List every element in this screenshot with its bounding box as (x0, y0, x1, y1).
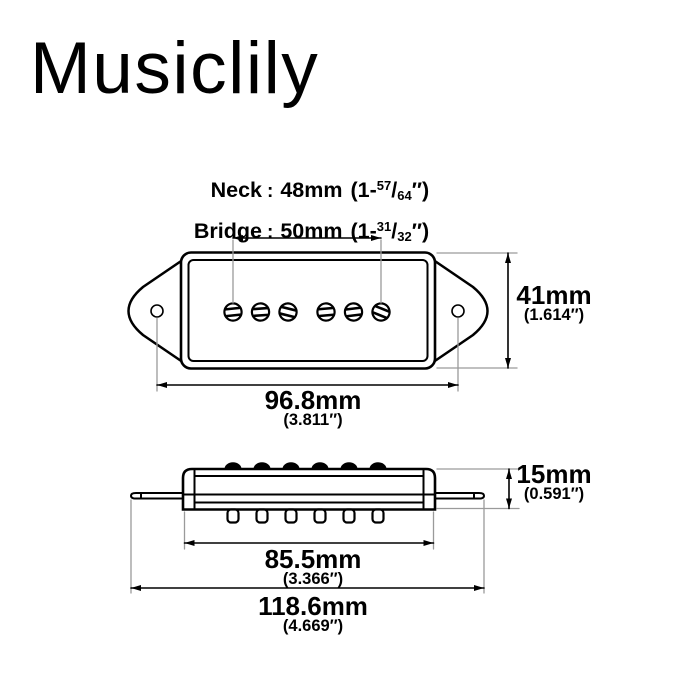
bridge-value-mm: 50mm (280, 219, 343, 243)
side-height-label: 15mm (0.591″) (512, 459, 596, 503)
side-body-outline (181, 467, 437, 511)
pole-screw-bottoms (226, 508, 385, 524)
body-height-inch: (1.614″) (523, 306, 585, 324)
right-flange (420, 492, 486, 500)
side-height-inch: (0.591″) (523, 485, 585, 503)
pickup-top-view (127, 235, 518, 392)
side-body-width-inch: (3.366″) (282, 570, 344, 588)
side-body-inner-lines (183, 469, 435, 509)
brand-logo: Musiclily (30, 28, 320, 109)
right-mount-hole (451, 304, 465, 318)
neck-spacing-row: Neck:48mm (1-57/64″) (150, 170, 430, 211)
overall-width-mm: 118.6mm (258, 591, 368, 621)
bridge-spacing-row: Bridge:50mm (1-31/32″) (150, 211, 429, 252)
side-body-width-dimension (183, 511, 435, 550)
pole-spacing-dimension (232, 235, 382, 304)
bridge-colon: : (267, 222, 274, 243)
side-height-dimension (436, 468, 520, 510)
mount-width-mm: 96.8mm (264, 385, 362, 415)
pickup-cover-inner-line (187, 259, 429, 362)
body-height-label: 41mm (1.614″) (512, 280, 596, 324)
neck-value-mm: 48mm (280, 178, 343, 202)
mount-width-dimension (156, 317, 459, 392)
pole-spacing-labels: Neck:48mm (1-57/64″) Bridge:50mm (1-31/32″… (150, 170, 429, 252)
left-mount-hole (150, 304, 164, 318)
side-body-width-label: 85.5mm (3.366″) (243, 544, 383, 588)
neck-value-inch: (1-57/64″) (350, 178, 430, 203)
overall-width-label: 118.6mm (4.669″) (243, 591, 383, 635)
left-flange (129, 492, 196, 500)
overall-width-inch: (4.669″) (282, 617, 344, 635)
side-overall-width-dimension (130, 499, 485, 594)
body-height-dimension (436, 252, 518, 369)
pole-pieces (223, 302, 391, 322)
bridge-value-inch: (1-31/32″) (350, 219, 430, 244)
mount-width-label: 96.8mm (3.811″) (243, 385, 383, 429)
bridge-label: Bridge (193, 219, 262, 243)
neck-colon: : (267, 181, 274, 202)
pickup-side-view (129, 462, 520, 594)
neck-label: Neck (210, 178, 262, 202)
pole-dome-tops (224, 462, 387, 469)
pickup-cover-outline (179, 251, 437, 370)
side-height-mm: 15mm (516, 459, 592, 489)
mount-width-inch: (3.811″) (283, 411, 343, 429)
side-body-width-mm: 85.5mm (264, 544, 362, 574)
body-height-mm: 41mm (516, 280, 592, 310)
